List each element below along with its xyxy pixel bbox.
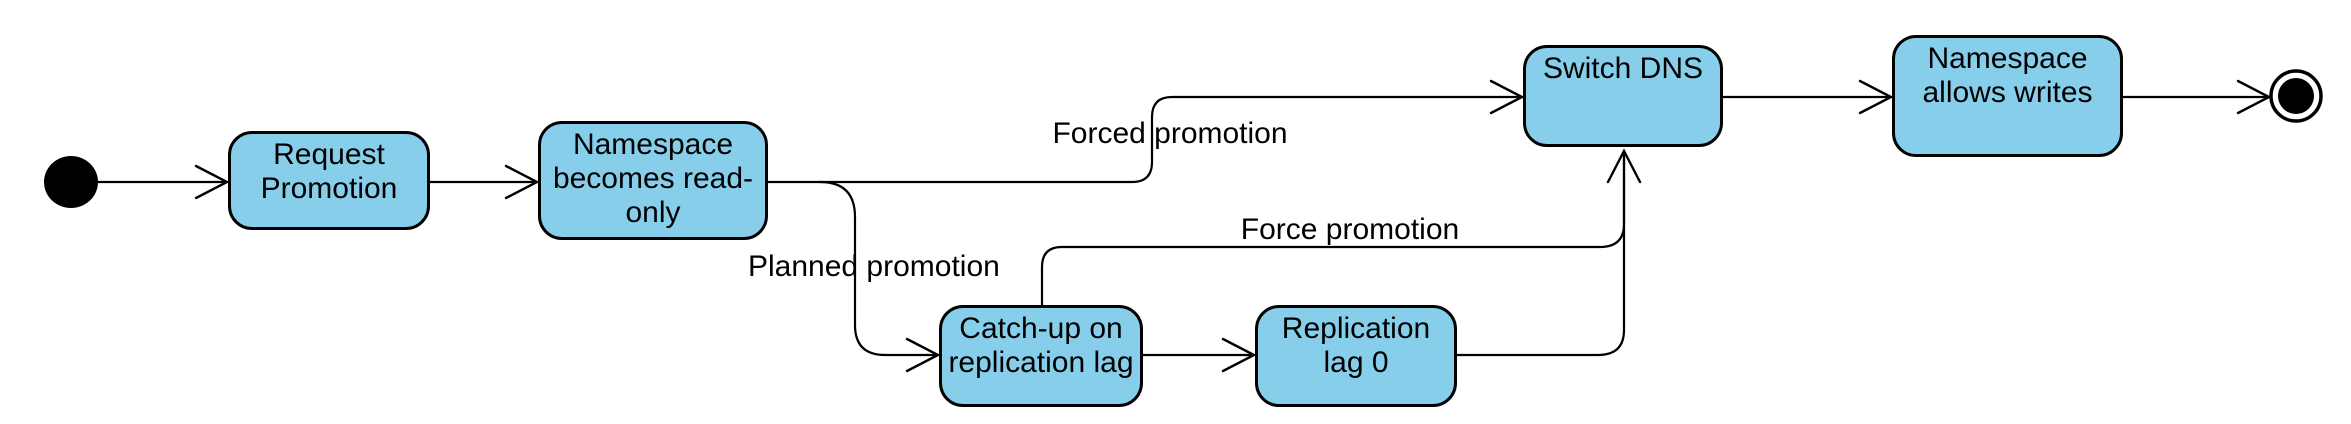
arrowhead-into-replication-lag-0: [1221, 337, 1257, 373]
state-label-line: Replication: [1281, 312, 1431, 345]
arrowhead-into-request-promotion: [194, 164, 230, 200]
arrowhead-into-namespace-read-only: [504, 164, 540, 200]
arrowhead-into-switch-dns-left: [1489, 79, 1525, 115]
state-label-line: becomes read-: [552, 162, 754, 195]
state-label-line: only: [625, 196, 681, 229]
state-label-line: Catch-up on: [959, 312, 1123, 345]
transition-label-forced-promotion: Forced promotion: [1052, 117, 1288, 150]
state-namespace-becomes-read-only: Namespace becomes read- only: [538, 121, 768, 240]
state-label-line: Namespace: [572, 128, 734, 161]
final-state-inner-dot: [2278, 78, 2314, 114]
state-request-promotion: Request Promotion: [228, 131, 430, 230]
transition-replication-lag-0-to-switch-dns: [1455, 153, 1626, 357]
arrowhead-into-switch-dns-bottom: [1606, 148, 1642, 184]
state-label-line: lag 0: [1323, 346, 1389, 379]
state-label-line: replication lag: [948, 346, 1134, 379]
arrowhead-into-final-state: [2236, 79, 2272, 115]
state-replication-lag-0: Replication lag 0: [1255, 305, 1457, 407]
transition-force-promotion: [1040, 153, 1626, 307]
transition-forced-promotion: [766, 95, 1520, 184]
state-label-line: Promotion: [260, 172, 398, 205]
initial-state-node: [44, 156, 98, 208]
arrowhead-into-catch-up: [905, 337, 941, 373]
arrowhead-into-namespace-allows-writes: [1858, 79, 1894, 115]
state-catch-up-on-replication-lag: Catch-up on replication lag: [939, 305, 1143, 407]
transition-label-force-promotion: Force promotion: [1240, 213, 1460, 246]
transition-label-planned-promotion: Planned promotion: [748, 250, 1000, 283]
state-label-line: allows writes: [1922, 76, 2093, 109]
state-label-line: Switch DNS: [1542, 52, 1704, 85]
state-label-line: Request: [273, 138, 385, 171]
state-namespace-allows-writes: Namespace allows writes: [1892, 35, 2123, 157]
state-switch-dns: Switch DNS: [1523, 45, 1723, 147]
transition-planned-promotion: [818, 180, 936, 357]
state-label-line: Namespace: [1927, 42, 2088, 75]
